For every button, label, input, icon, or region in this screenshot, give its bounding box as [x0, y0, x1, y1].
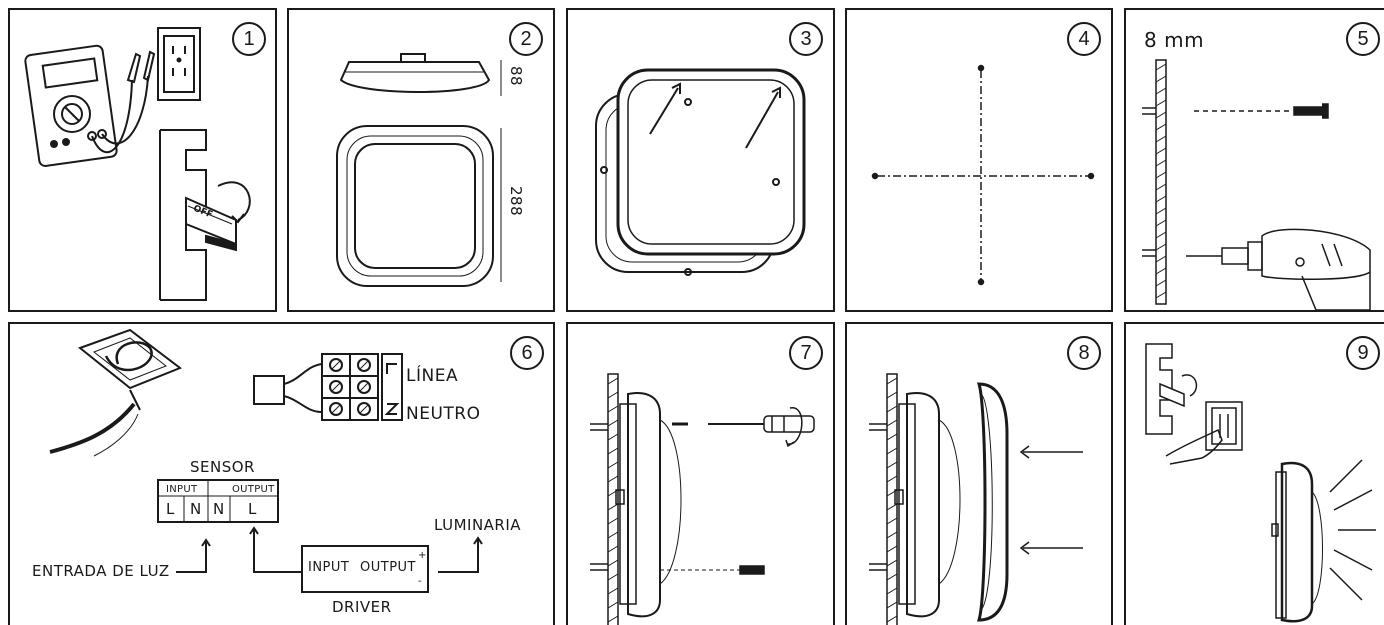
driver-plus-label: +	[418, 550, 427, 561]
fixture-base	[619, 403, 637, 605]
entrada-label: ENTRADA DE LUZ	[32, 562, 170, 580]
step-3-panel: 3	[566, 8, 835, 312]
driver-title: DRIVER	[332, 598, 392, 616]
wall	[886, 373, 898, 625]
driver-input-label: INPUT	[308, 560, 350, 575]
driver-minus-label: -	[418, 576, 422, 587]
cover-profile	[976, 382, 1009, 622]
cover	[616, 68, 806, 256]
step-number: 9	[1346, 336, 1380, 370]
drilling-illustration	[1142, 59, 1371, 310]
sensor-output-label: OUTPUT	[232, 484, 275, 495]
step-number: 5	[1346, 22, 1380, 56]
step-1-panel: 1	[8, 8, 277, 312]
luminaria-label: LUMINARIA	[434, 516, 522, 534]
step-number: 1	[232, 22, 266, 56]
step-number: 4	[1067, 22, 1101, 56]
sensor-pin: L	[166, 500, 175, 518]
mounting-holes-illustration	[871, 64, 1095, 286]
wall-switch-icon	[1165, 401, 1243, 465]
sensor-box	[157, 479, 279, 523]
step-7-panel: 7	[566, 322, 835, 625]
remove-cover-illustration	[595, 68, 806, 276]
dimensions-illustration	[336, 53, 502, 287]
anchor-screw-icon	[1293, 103, 1329, 119]
junction-box-icon	[49, 328, 183, 457]
outlet-icon	[157, 27, 201, 101]
terminal-neutral-label: NEUTRO	[406, 404, 481, 424]
step-number: 6	[510, 336, 544, 370]
sensor-input-label: INPUT	[166, 484, 198, 495]
screwdriver-icon	[708, 407, 815, 448]
step-number: 7	[789, 336, 823, 370]
multimeter-icon	[24, 44, 156, 167]
lit-fixture-icon	[1271, 459, 1376, 623]
driver-box	[301, 545, 429, 593]
multimeter-switch-illustration: OFF	[24, 27, 251, 301]
step-8-panel: 8	[845, 322, 1113, 625]
attach-cover-illustration	[869, 373, 1083, 625]
wall	[607, 373, 619, 625]
driver-output-label: OUTPUT	[360, 560, 416, 575]
switch-off-icon	[159, 129, 251, 301]
sensor-pin: L	[248, 500, 257, 518]
step-2-panel: 2 88 288	[287, 8, 555, 312]
sensor-pin: N	[190, 500, 202, 518]
terminal-line-label: LÍNEA	[406, 366, 459, 386]
step-5-panel: 5 8 mm	[1124, 8, 1384, 312]
height-dimension: 88	[507, 66, 525, 87]
fixture-front-outer	[336, 125, 494, 287]
width-dimension: 288	[507, 186, 525, 217]
sensor-pin: N	[213, 500, 225, 518]
cable-connector	[253, 375, 285, 405]
step-number: 2	[509, 22, 543, 56]
drill-icon	[1186, 228, 1371, 310]
step-9-panel: 9	[1124, 322, 1384, 625]
screw-fixture-illustration	[590, 373, 815, 625]
drill-size-label: 8 mm	[1144, 28, 1205, 52]
sensor-title: SENSOR	[190, 458, 255, 476]
step-6-panel: 6	[8, 322, 555, 625]
terminal-block-icon	[321, 353, 403, 421]
step-number: 3	[789, 22, 823, 56]
step-4-panel: 4	[845, 8, 1113, 312]
step-number: 8	[1067, 336, 1101, 370]
power-on-illustration	[1145, 343, 1376, 623]
switch-on-icon	[1145, 343, 1198, 435]
fixture-side-profile	[339, 61, 491, 93]
wiring-illustration	[49, 328, 483, 593]
wall	[1155, 59, 1167, 305]
